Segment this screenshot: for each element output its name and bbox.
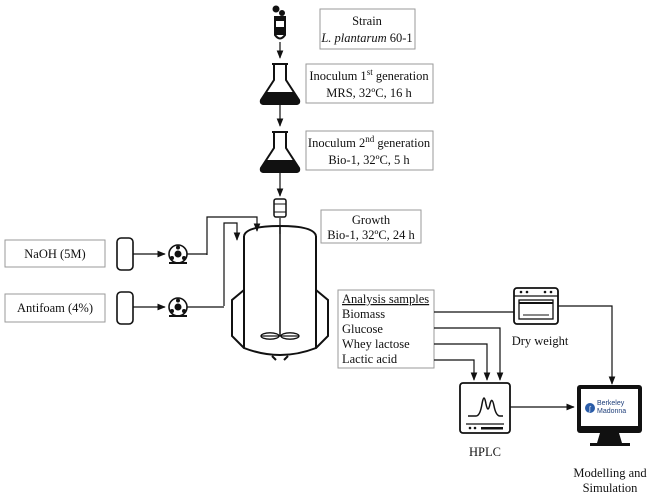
inline-filter-icon bbox=[273, 198, 287, 218]
analysis-item-lactic-acid: Lactic acid bbox=[342, 352, 398, 366]
growth-conditions: Bio-1, 32ºC, 24 h bbox=[327, 228, 415, 242]
strain-name: L. plantarum 60-1 bbox=[320, 31, 412, 45]
arrow-lactose-to-hplc bbox=[434, 343, 491, 381]
naoh-bottle-icon bbox=[116, 237, 134, 271]
modelling-label-line2: Simulation bbox=[583, 481, 639, 495]
inoculum1-box bbox=[305, 63, 434, 104]
analysis-item-glucose: Glucose bbox=[342, 322, 383, 336]
arrow-lactic-to-hplc bbox=[434, 359, 478, 381]
growth-title: Growth bbox=[352, 213, 391, 227]
peristaltic-pump-2-icon bbox=[168, 297, 188, 317]
computer-icon: ∫ Berkeley Madonna bbox=[577, 385, 642, 446]
strain-title: Strain bbox=[352, 14, 383, 28]
antifoam-inlet-line bbox=[223, 222, 241, 306]
naoh-label: NaOH (5M) bbox=[24, 247, 85, 261]
strain-box bbox=[319, 8, 416, 50]
hplc-icon bbox=[459, 382, 511, 434]
inoculum2-title: Inoculum 2nd generation bbox=[308, 134, 431, 150]
growth-box bbox=[320, 209, 422, 244]
analysis-item-biomass: Biomass bbox=[342, 307, 385, 321]
erlenmeyer-flask-2-icon bbox=[259, 131, 301, 173]
analysis-title: Analysis samples bbox=[342, 292, 429, 306]
peristaltic-pump-1-icon bbox=[168, 244, 188, 264]
inoculum1-title: Inoculum 1st generation bbox=[309, 67, 429, 83]
hplc-label: HPLC bbox=[469, 445, 501, 459]
naoh-inlet-line bbox=[206, 216, 261, 255]
inoculum1-conditions: MRS, 32ºC, 16 h bbox=[326, 86, 412, 100]
erlenmeyer-flask-1-icon bbox=[259, 63, 301, 105]
antifoam-bottle-icon bbox=[116, 291, 134, 325]
antifoam-box bbox=[4, 293, 106, 323]
test-tube-icon bbox=[272, 5, 286, 40]
oven-icon bbox=[513, 287, 559, 325]
modelling-label-line1: Modelling and bbox=[573, 466, 647, 480]
antifoam-label: Antifoam (4%) bbox=[17, 301, 93, 315]
naoh-box bbox=[4, 239, 106, 268]
arrow-glucose-to-hplc bbox=[434, 327, 504, 381]
dry-weight-label: Dry weight bbox=[512, 334, 569, 348]
arrow-dry-weight-to-modelling bbox=[558, 305, 616, 385]
inoculum2-conditions: Bio-1, 32ºC, 5 h bbox=[328, 153, 410, 167]
software-name-1: Berkeley bbox=[597, 400, 625, 407]
svg-text:∫: ∫ bbox=[588, 406, 592, 413]
analysis-item-whey-lactose: Whey lactose bbox=[342, 337, 410, 351]
inoculum2-box bbox=[305, 130, 434, 171]
software-name-2: Madonna bbox=[597, 408, 626, 415]
bioreactor-icon bbox=[231, 224, 329, 361]
analysis-samples-box bbox=[337, 289, 435, 369]
